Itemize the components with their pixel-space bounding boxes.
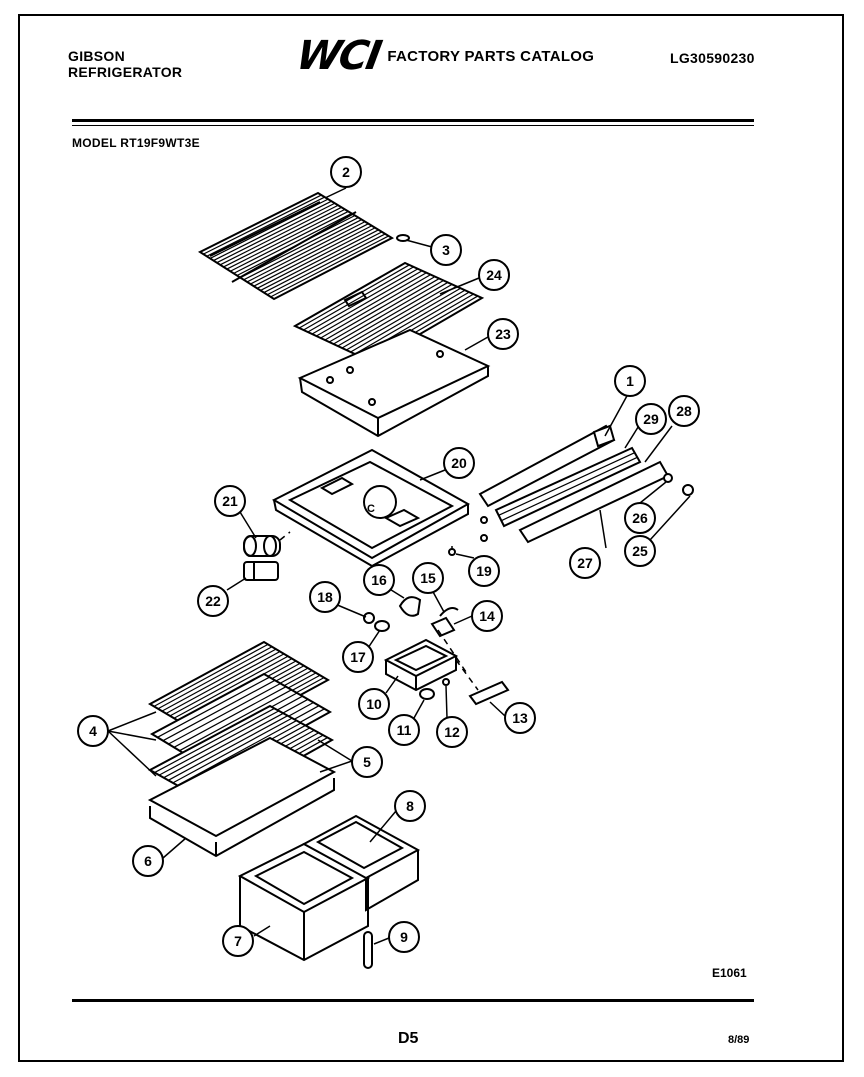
brand-name: GIBSON	[68, 48, 126, 64]
control-components	[363, 596, 510, 706]
callout-12: 12	[436, 716, 468, 748]
callout-3: 3	[430, 234, 462, 266]
callout-26: 26	[624, 502, 656, 534]
svg-text:12: 12	[444, 724, 460, 740]
callouts: 2 3 24 23 1 29 28 20 21 26 25 27 19 16 1…	[77, 156, 700, 957]
svg-text:5: 5	[363, 754, 371, 770]
callout-25: 25	[624, 535, 656, 567]
svg-text:21: 21	[222, 493, 238, 509]
callout-16: 16	[363, 564, 395, 596]
svg-text:20: 20	[451, 455, 467, 471]
svg-text:13: 13	[512, 710, 528, 726]
date-code: 8/89	[728, 1034, 750, 1046]
callout-18: 18	[309, 581, 341, 613]
wire-shelf-top	[197, 191, 395, 301]
product-type: REFRIGERATOR	[68, 64, 183, 80]
svg-text:8: 8	[406, 798, 414, 814]
shelf-clip	[396, 234, 410, 242]
svg-text:1: 1	[626, 373, 634, 389]
header-rule-thin	[72, 125, 754, 126]
svg-text:4: 4	[89, 723, 97, 739]
callout-22: 22	[197, 585, 229, 617]
svg-text:16: 16	[371, 572, 387, 588]
crisper-cover-frame	[149, 778, 335, 858]
callout-9: 9	[388, 921, 420, 953]
svg-text:22: 22	[205, 593, 221, 609]
svg-text:14: 14	[479, 608, 495, 624]
svg-text:6: 6	[144, 853, 152, 869]
callout-14: 14	[471, 600, 503, 632]
control-housing-frame: C	[271, 448, 471, 568]
crisper-pans	[237, 814, 421, 962]
page-border	[18, 14, 844, 1062]
svg-text:23: 23	[495, 326, 511, 342]
svg-text:9: 9	[400, 929, 408, 945]
callout-15: 15	[412, 562, 444, 594]
svg-text:3: 3	[442, 242, 450, 258]
callout-10: 10	[358, 688, 390, 720]
callout-17: 17	[342, 641, 374, 673]
svg-text:17: 17	[350, 649, 366, 665]
callout-8: 8	[394, 790, 426, 822]
svg-text:24: 24	[486, 267, 502, 283]
callout-29: 29	[635, 403, 667, 435]
leader-lines	[107, 187, 691, 945]
catalog-title: FACTORY PARTS CATALOG	[387, 47, 595, 65]
screw-19	[448, 548, 456, 556]
svg-text:C: C	[367, 503, 375, 515]
svg-text:19: 19	[476, 563, 492, 579]
model-line: MODEL RT19F9WT3E	[72, 136, 200, 150]
callout-24: 24	[478, 259, 510, 291]
svg-text:26: 26	[632, 510, 648, 526]
brand-block: GIBSON REFRIGERATOR	[68, 48, 182, 80]
catalog-number: LG30590230	[670, 50, 755, 66]
svg-text:2: 2	[342, 164, 350, 180]
svg-text:28: 28	[676, 403, 692, 419]
crisper-roller	[363, 931, 373, 969]
glass-shelves	[147, 640, 337, 838]
damper-assembly	[243, 535, 281, 581]
svg-text:27: 27	[577, 555, 593, 571]
figure-code: E1061	[712, 966, 747, 980]
svg-text:15: 15	[420, 570, 436, 586]
callout-7: 7	[222, 925, 254, 957]
callout-1: 1	[614, 365, 646, 397]
callout-13: 13	[504, 702, 536, 734]
callout-2: 2	[330, 156, 362, 188]
catalog-heading: WCI FACTORY PARTS CATALOG	[293, 33, 595, 79]
deflector-cover	[292, 261, 485, 364]
svg-text:7: 7	[234, 933, 242, 949]
footer-rule	[72, 999, 754, 1002]
callout-19: 19	[468, 555, 500, 587]
shelf-rails	[478, 424, 694, 544]
callout-20: 20	[443, 447, 475, 479]
deflector-tray	[297, 328, 491, 438]
svg-text:10: 10	[366, 696, 382, 712]
header-rule	[72, 119, 754, 122]
callout-5: 5	[351, 746, 383, 778]
callout-6: 6	[132, 845, 164, 877]
svg-text:18: 18	[317, 589, 333, 605]
svg-text:25: 25	[632, 543, 648, 559]
callout-21: 21	[214, 485, 246, 517]
svg-text:29: 29	[643, 411, 659, 427]
callout-23: 23	[487, 318, 519, 350]
callout-27: 27	[569, 547, 601, 579]
callout-28: 28	[668, 395, 700, 427]
page-code: D5	[398, 1030, 419, 1047]
callout-4: 4	[77, 715, 109, 747]
svg-text:11: 11	[397, 722, 412, 738]
callout-11: 11	[388, 714, 420, 746]
